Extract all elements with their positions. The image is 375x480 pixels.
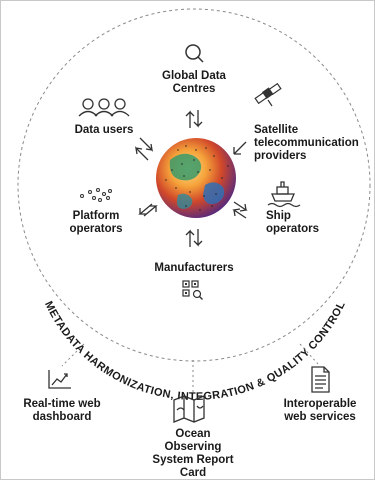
users-icon (78, 98, 130, 117)
ship-icon (267, 181, 301, 208)
ring-label: METADATA HARMONIZATION, INTEGRATION & QU… (42, 299, 348, 403)
qr-code-icon (182, 280, 203, 300)
dashed-boundary-circle (17, 8, 371, 362)
exchange-arrow-ship (232, 201, 248, 219)
exchange-arrow-platform (138, 203, 158, 217)
arrow-from-satellite (233, 141, 247, 155)
exchange-arrow-top (185, 110, 203, 128)
node-data-users: Data users (74, 124, 134, 136)
exchange-arrow-bottom (185, 229, 203, 247)
node-manufacturers: Manufacturers (154, 262, 234, 274)
map-icon (173, 395, 205, 423)
exchange-arrow-users (135, 137, 153, 161)
search-icon (185, 44, 204, 63)
satellite-icon (254, 82, 282, 107)
dots-icon (80, 188, 112, 202)
chart-icon (48, 370, 71, 389)
globe-icon (156, 138, 236, 218)
document-icon (311, 366, 330, 393)
connector-dashboard (61, 343, 85, 367)
